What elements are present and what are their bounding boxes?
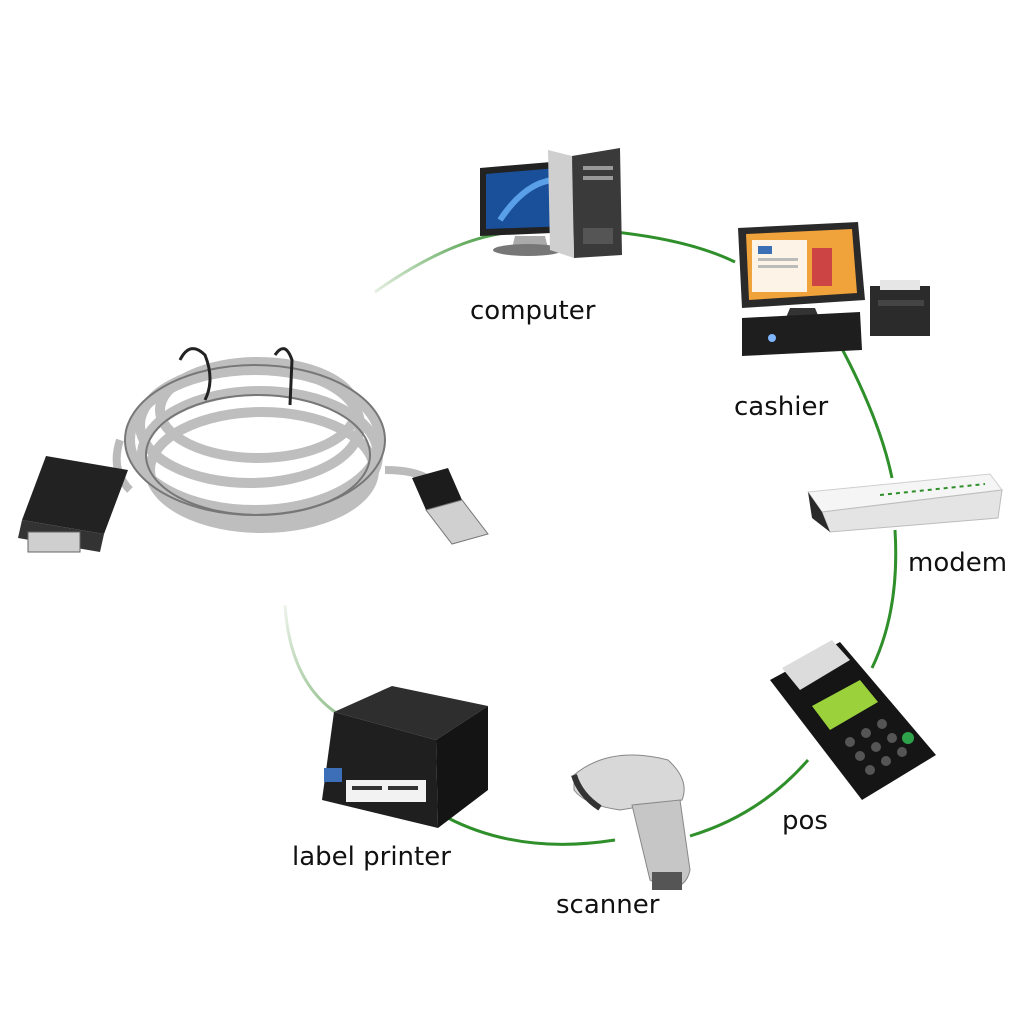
node-label-pos: pos xyxy=(782,806,828,836)
usb-extension-cable-icon xyxy=(18,347,489,553)
barcode-scanner-icon xyxy=(571,754,691,890)
node-label-cashier: cashier xyxy=(734,392,829,422)
cash-register-icon xyxy=(738,222,930,356)
ring-segment-cashier-modem xyxy=(838,344,894,479)
node-label-computer: computer xyxy=(470,296,596,326)
ring-segment-printer-left xyxy=(283,604,336,714)
ring-segment-scanner-printer xyxy=(447,816,616,846)
ring-segment-computer-cashier xyxy=(614,230,736,264)
label-printer-icon xyxy=(322,686,488,828)
node-label-label-printer: label printer xyxy=(292,842,451,872)
pos-terminal-icon xyxy=(770,640,936,800)
desktop-computer-icon xyxy=(480,148,622,258)
node-label-scanner: scanner xyxy=(556,890,660,920)
node-label-modem: modem xyxy=(908,548,1008,578)
ring-segment-pos-scanner xyxy=(689,759,810,838)
ring-segment-modem-pos xyxy=(870,529,898,669)
modem-icon xyxy=(807,473,1003,533)
